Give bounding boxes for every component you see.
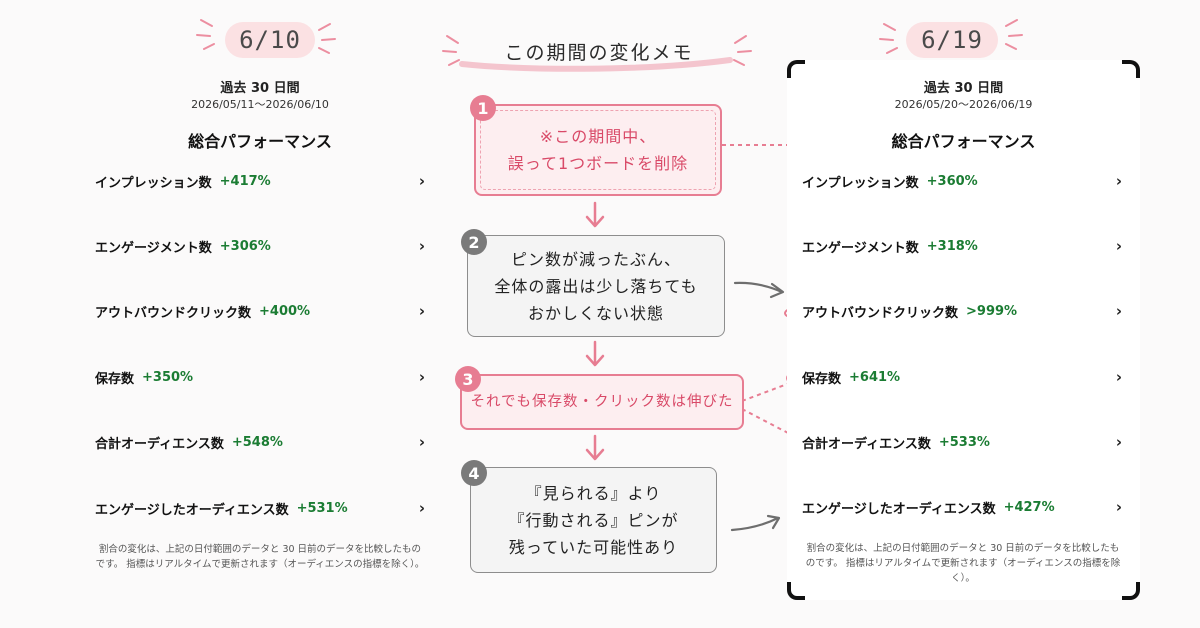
panel-corner — [1122, 60, 1140, 78]
metric-name: エンゲージしたオーディエンス数 — [802, 501, 996, 517]
metric-name: エンゲージしたオーディエンス数 — [95, 502, 289, 518]
metric-value: +318% — [926, 238, 978, 254]
memo-spark-icon — [442, 35, 752, 66]
left-spark-icon — [196, 19, 336, 54]
left-section-title: 総合パフォーマンス — [188, 132, 332, 151]
step-3-text: それでも保存数・クリック数は伸びた — [470, 393, 734, 410]
metric-value: +350% — [142, 369, 194, 385]
metric-value: +641% — [849, 369, 901, 385]
step-2-number: 2 — [461, 229, 487, 255]
memo-underline — [459, 57, 733, 72]
left-footnote: 割合の変化は、上記の日付範囲のデータと 30 日前のデータを比較したものです。 … — [95, 544, 425, 570]
chevron-right-icon: › — [1115, 302, 1122, 320]
chevron-right-icon: › — [418, 433, 425, 451]
metric-name: エンゲージメント数 — [95, 240, 212, 256]
left-metric-row[interactable]: 合計オーディエンス数 +548% › — [95, 427, 425, 457]
memo-title: この期間の変化メモ — [504, 42, 694, 64]
chevron-right-icon: › — [1115, 498, 1122, 516]
metric-value: +531% — [296, 500, 348, 516]
step-1-number: 1 — [470, 95, 496, 121]
metric-value: +548% — [231, 434, 283, 450]
right-date-tag: 6/19 — [906, 22, 998, 58]
chevron-right-icon: › — [1115, 237, 1122, 255]
metric-name: 保存数 — [95, 371, 135, 387]
step-4-text: 『見られる』より 『行動される』ピンが 残っていた可能性あり — [508, 483, 679, 557]
right-spark-icon — [879, 19, 1023, 54]
metric-value: +306% — [219, 238, 271, 254]
step-2-text: ピン数が減ったぶん、 全体の露出は少し落ちても おかしくない状態 — [494, 249, 698, 323]
metric-name: 合計オーディエンス数 — [95, 436, 224, 452]
left-range-label: 過去 30 日間 — [220, 81, 300, 96]
right-metric-row[interactable]: エンゲージしたオーディエンス数 +427% › — [802, 492, 1122, 522]
right-metric-row[interactable]: 合計オーディエンス数 +533% › — [802, 427, 1122, 457]
down-arrow-icon — [585, 201, 605, 461]
metric-name: インプレッション数 — [95, 175, 212, 191]
chevron-right-icon: › — [418, 237, 425, 255]
right-analytics-panel: 過去 30 日間 2026/05/20～2026/06/19 総合パフォーマンス… — [787, 60, 1140, 600]
chevron-right-icon: › — [418, 499, 425, 517]
metric-name: エンゲージメント数 — [802, 240, 919, 256]
metric-name: アウトバウンドクリック数 — [95, 305, 252, 321]
left-date-tag: 6/10 — [225, 22, 315, 58]
metric-value: +427% — [1003, 499, 1055, 515]
chevron-right-icon: › — [1115, 172, 1122, 190]
right-footnote: 割合の変化は、上記の日付範囲のデータと 30 日前のデータを比較したものです。 … — [805, 543, 1121, 584]
metric-value: +400% — [259, 303, 311, 319]
metric-name: 保存数 — [802, 371, 842, 387]
panel-corner — [787, 60, 805, 78]
gray-arrow-icon — [730, 281, 785, 532]
right-range-dates: 2026/05/20～2026/06/19 — [894, 98, 1033, 111]
left-metric-row[interactable]: アウトバウンドクリック数 +400% › — [95, 296, 425, 326]
right-metric-row[interactable]: エンゲージメント数 +318% › — [802, 231, 1122, 261]
left-metric-row[interactable]: インプレッション数 +417% › — [95, 166, 425, 196]
step-3-box: それでも保存数・クリック数は伸びた — [460, 374, 744, 430]
left-metric-row[interactable]: エンゲージメント数 +306% › — [95, 231, 425, 261]
step-1-box: ※この期間中、 誤って1つボードを削除 — [474, 104, 722, 196]
metric-value: +360% — [926, 173, 978, 189]
left-metric-row[interactable]: 保存数 +350% › — [95, 362, 425, 392]
metric-value: +417% — [219, 173, 271, 189]
metric-name: 合計オーディエンス数 — [802, 436, 931, 452]
chevron-right-icon: › — [418, 368, 425, 386]
metric-name: アウトバウンドクリック数 — [802, 305, 959, 321]
panel-corner — [787, 582, 805, 600]
left-analytics-panel: 過去 30 日間 2026/05/11～2026/06/10 総合パフォーマンス… — [95, 70, 425, 590]
metric-name: インプレッション数 — [802, 175, 919, 191]
right-metric-row[interactable]: インプレッション数 +360% › — [802, 166, 1122, 196]
step3-connector — [741, 382, 791, 435]
step-1-text: ※この期間中、 誤って1つボードを削除 — [507, 127, 689, 173]
metric-value: +533% — [938, 434, 990, 450]
panel-corner — [1122, 582, 1140, 600]
right-metric-row[interactable]: 保存数 +641% › — [802, 362, 1122, 392]
step-4-box: 『見られる』より 『行動される』ピンが 残っていた可能性あり — [470, 467, 717, 573]
right-range-label: 過去 30 日間 — [923, 81, 1004, 96]
metric-value: >999% — [966, 303, 1018, 319]
step-3-number: 3 — [455, 366, 481, 392]
chevron-right-icon: › — [1115, 368, 1122, 386]
left-range-dates: 2026/05/11～2026/06/10 — [191, 98, 329, 111]
step-4-number: 4 — [461, 460, 487, 486]
left-metric-row[interactable]: エンゲージしたオーディエンス数 +531% › — [95, 493, 425, 523]
right-section-title: 総合パフォーマンス — [891, 132, 1036, 151]
chevron-right-icon: › — [418, 172, 425, 190]
chevron-right-icon: › — [418, 302, 425, 320]
chevron-right-icon: › — [1115, 433, 1122, 451]
right-metric-row[interactable]: アウトバウンドクリック数 >999% › — [802, 296, 1122, 326]
step-2-box: ピン数が減ったぶん、 全体の露出は少し落ちても おかしくない状態 — [467, 235, 725, 337]
